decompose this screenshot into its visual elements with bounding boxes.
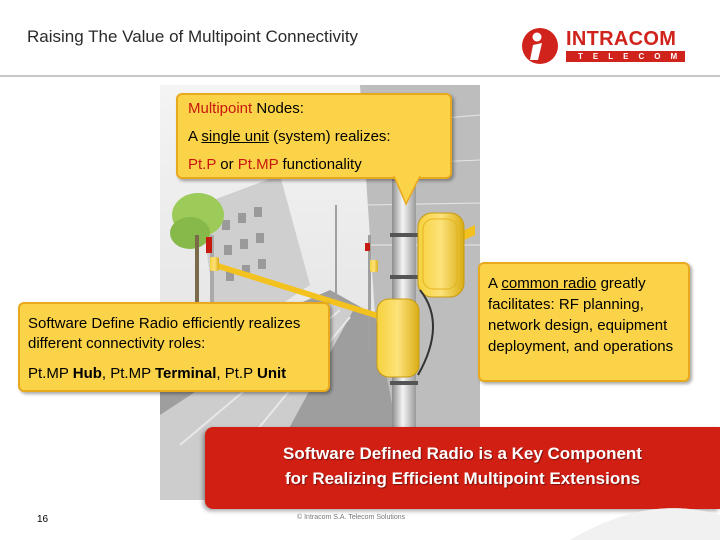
multipoint-nodes-callout: Multipoint Nodes: A single unit (system)… xyxy=(176,93,452,179)
company-logo: INTRACOM TELECOM xyxy=(516,24,688,66)
callout-heading: Multipoint Nodes: xyxy=(188,100,304,117)
role-sep-1: , Pt.MP xyxy=(101,365,155,382)
ptp-text: Pt.P xyxy=(188,156,217,173)
common-radio-post: greatly facilitates: RF planning, networ… xyxy=(488,275,674,355)
common-radio-callout: A common radio greatly facilitates: RF p… xyxy=(478,262,690,382)
nodes-word: Nodes: xyxy=(252,100,304,117)
page-number: 16 xyxy=(37,514,49,525)
sdr-roles-callout: Software Define Radio efficiently realiz… xyxy=(18,302,330,392)
functionality-line: Pt.P or Pt.MP functionality xyxy=(188,156,362,173)
watermark-swoosh-icon xyxy=(570,508,720,540)
logo-mark-icon xyxy=(522,28,558,64)
role-terminal: Terminal xyxy=(155,365,217,382)
role-hub: Hub xyxy=(72,365,102,382)
banner-line-1: Software Defined Radio is a Key Componen… xyxy=(283,444,642,463)
title-divider xyxy=(0,75,720,77)
functionality-text: functionality xyxy=(278,156,362,173)
logo-subtitle: TELECOM xyxy=(578,52,688,61)
single-unit-post: (system) realizes: xyxy=(268,128,391,145)
single-unit-line: A single unit (system) realizes: xyxy=(188,128,391,145)
single-unit-pre: A xyxy=(188,128,202,145)
logo-sub-bar xyxy=(566,51,685,62)
slide-title: Raising The Value of Multipoint Connecti… xyxy=(27,27,359,46)
sdr-roles-line: Pt.MP Hub, Pt.MP Terminal, Pt.P Unit xyxy=(28,365,286,382)
role-ptmp-prefix: Pt.MP xyxy=(28,365,73,382)
common-radio-text: A common radio greatly facilitates: RF p… xyxy=(488,273,688,357)
role-sep-2: , Pt.P xyxy=(216,365,257,382)
or-text: or xyxy=(216,156,238,173)
banner-line-2: for Realizing Efficient Multipoint Exten… xyxy=(284,469,641,488)
common-radio-pre: A xyxy=(488,275,502,292)
copyright-footer: © Intracom S.A. Telecom Solutions xyxy=(297,514,406,521)
common-radio-underlined: common radio xyxy=(501,275,597,292)
single-unit-text: single unit xyxy=(201,128,269,145)
logo-wordmark: INTRACOM xyxy=(566,28,677,50)
role-unit: Unit xyxy=(256,365,287,382)
key-message-banner: Software Defined Radio is a Key Componen… xyxy=(205,427,720,509)
ptmp-text: Pt.MP xyxy=(237,156,279,173)
multipoint-word: Multipoint xyxy=(188,100,253,117)
callout-pointer-icon xyxy=(393,176,421,206)
sdr-description: Software Define Radio efficiently realiz… xyxy=(28,315,301,352)
